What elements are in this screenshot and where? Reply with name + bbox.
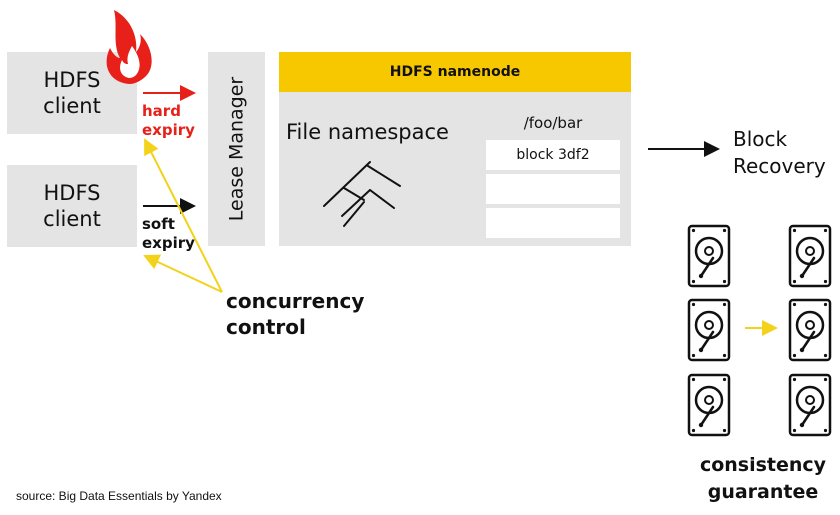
hard-drive-icon	[687, 224, 731, 288]
fire-icon	[106, 10, 152, 84]
namenode-header: HDFS namenode	[279, 52, 631, 92]
hard-expiry-label: hard expiry	[142, 102, 195, 139]
block-row	[486, 208, 620, 238]
hdfs-client-2: HDFS client	[7, 165, 137, 247]
file-path: /foo/bar	[523, 114, 583, 132]
block-row: block 3df2	[486, 140, 620, 170]
lease-manager-box: Lease Manager	[208, 52, 265, 246]
block-recovery-label: Block Recovery	[733, 127, 826, 178]
consistency-guarantee-label: consistency guarantee	[699, 454, 827, 503]
hard-drive-icon	[788, 298, 832, 362]
concurrency-control-label: concurrency control	[226, 289, 365, 339]
hard-drive-icon	[687, 373, 731, 437]
source-caption: source: Big Data Essentials by Yandex	[16, 489, 222, 503]
file-namespace-title: File namespace	[286, 120, 449, 144]
hard-drive-icon	[788, 224, 832, 288]
concurrency-arrow-hard	[144, 138, 223, 293]
hard-drive-icon	[687, 298, 731, 362]
soft-expiry-label: soft expiry	[142, 215, 195, 252]
hard-drive-icon	[788, 373, 832, 437]
tree-icon	[323, 161, 401, 227]
block-row	[486, 174, 620, 204]
concurrency-arrow-soft	[143, 254, 223, 293]
